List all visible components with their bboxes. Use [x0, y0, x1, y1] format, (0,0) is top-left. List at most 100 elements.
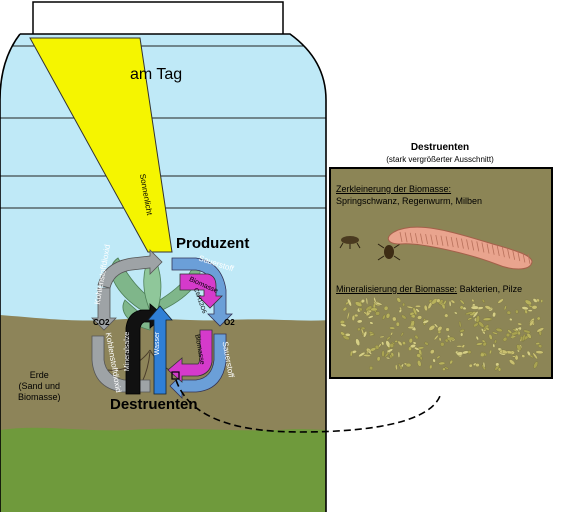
microbe: [506, 310, 511, 315]
microbe: [415, 308, 420, 313]
microbe: [414, 347, 420, 351]
microbe: [374, 301, 383, 306]
microbe: [459, 329, 465, 333]
microbe: [523, 329, 531, 334]
microbe: [345, 333, 351, 337]
microbe: [533, 361, 539, 369]
label-co2: CO2: [93, 318, 110, 327]
microbe: [428, 325, 436, 331]
microbe: [511, 331, 519, 336]
microbe: [499, 349, 503, 354]
label-mineralsalze: Mineralsalze: [124, 331, 132, 372]
microbe: [495, 362, 500, 367]
microbe: [459, 299, 465, 305]
microbe: [448, 300, 452, 307]
microbe: [369, 333, 374, 336]
microbe: [443, 300, 447, 305]
microbe: [389, 326, 396, 330]
microbe: [415, 305, 421, 308]
microbe: [470, 305, 479, 310]
microbe: [536, 316, 541, 321]
microbe: [436, 355, 441, 359]
microbe: [482, 361, 486, 368]
microbe: [471, 299, 475, 302]
microbe: [449, 359, 453, 365]
microbe: [422, 319, 429, 324]
microbe: [381, 350, 385, 358]
microbe: [369, 366, 373, 371]
microbe: [517, 322, 522, 326]
microbe: [497, 298, 504, 304]
microbe: [494, 339, 497, 344]
microbe: [431, 298, 438, 305]
microbe: [386, 336, 391, 341]
microbe: [359, 307, 363, 312]
microbe: [492, 331, 498, 335]
microbe: [396, 297, 401, 303]
panel-section2-heading: Mineralisierung der Biomasse:: [336, 284, 458, 294]
microbe: [365, 297, 368, 305]
microbe: [400, 332, 404, 337]
label-erde: Erde (Sand und Biomasse): [18, 370, 61, 402]
arrow-co2-top: [97, 249, 163, 289]
springtail-icon: [339, 236, 361, 249]
microbe: [401, 314, 407, 320]
label-wasser: Wasser: [154, 331, 162, 356]
microbe: [432, 358, 436, 363]
arrow-o2-right: [169, 333, 227, 399]
microbe: [408, 346, 412, 351]
earthworm-icon: [387, 226, 533, 270]
label-o2: O2: [224, 318, 235, 327]
jar-content: [0, 34, 326, 512]
microbe: [416, 353, 421, 358]
microbe: [414, 335, 419, 340]
microbe: [535, 342, 540, 345]
microbe: [381, 341, 385, 346]
microbe: [521, 306, 529, 311]
microbe: [536, 327, 544, 333]
microbe: [484, 305, 492, 310]
microbe: [438, 361, 446, 365]
sample-marker: [171, 371, 180, 380]
mite-icon: [377, 243, 401, 261]
microbe: [467, 317, 473, 321]
microbe: [481, 298, 485, 303]
microbe: [378, 343, 382, 348]
microbe: [462, 350, 469, 355]
microbe: [532, 352, 538, 360]
microbe: [526, 350, 531, 356]
microbe: [456, 345, 463, 348]
microbe: [394, 340, 398, 343]
microbe: [417, 315, 423, 320]
microbe: [350, 350, 353, 357]
microbe: [506, 332, 510, 338]
microbe: [521, 354, 526, 358]
grass-layer: [0, 427, 326, 512]
microbe: [387, 348, 393, 353]
microbe: [367, 350, 372, 355]
microbe: [379, 335, 385, 338]
microbe: [398, 308, 402, 313]
microbe: [497, 367, 502, 372]
microbe: [515, 309, 519, 314]
microbe: [438, 337, 442, 342]
panel-section2: Mineralisierung der Biomasse: Bakterien,…: [336, 284, 522, 294]
microbe: [360, 299, 365, 304]
microbe: [472, 311, 479, 318]
microbe: [424, 341, 429, 346]
microbe: [395, 321, 400, 327]
microbe: [389, 343, 394, 348]
microbe: [376, 356, 381, 362]
microbe: [444, 313, 449, 318]
microbe: [417, 360, 422, 367]
microbe: [488, 334, 493, 340]
microbe: [442, 367, 446, 371]
microbe: [428, 299, 433, 303]
microbe: [355, 301, 363, 307]
microbe: [402, 302, 405, 307]
arrow-biomasse-top: [179, 273, 223, 309]
microbe: [367, 309, 372, 313]
microbe: [468, 363, 473, 368]
